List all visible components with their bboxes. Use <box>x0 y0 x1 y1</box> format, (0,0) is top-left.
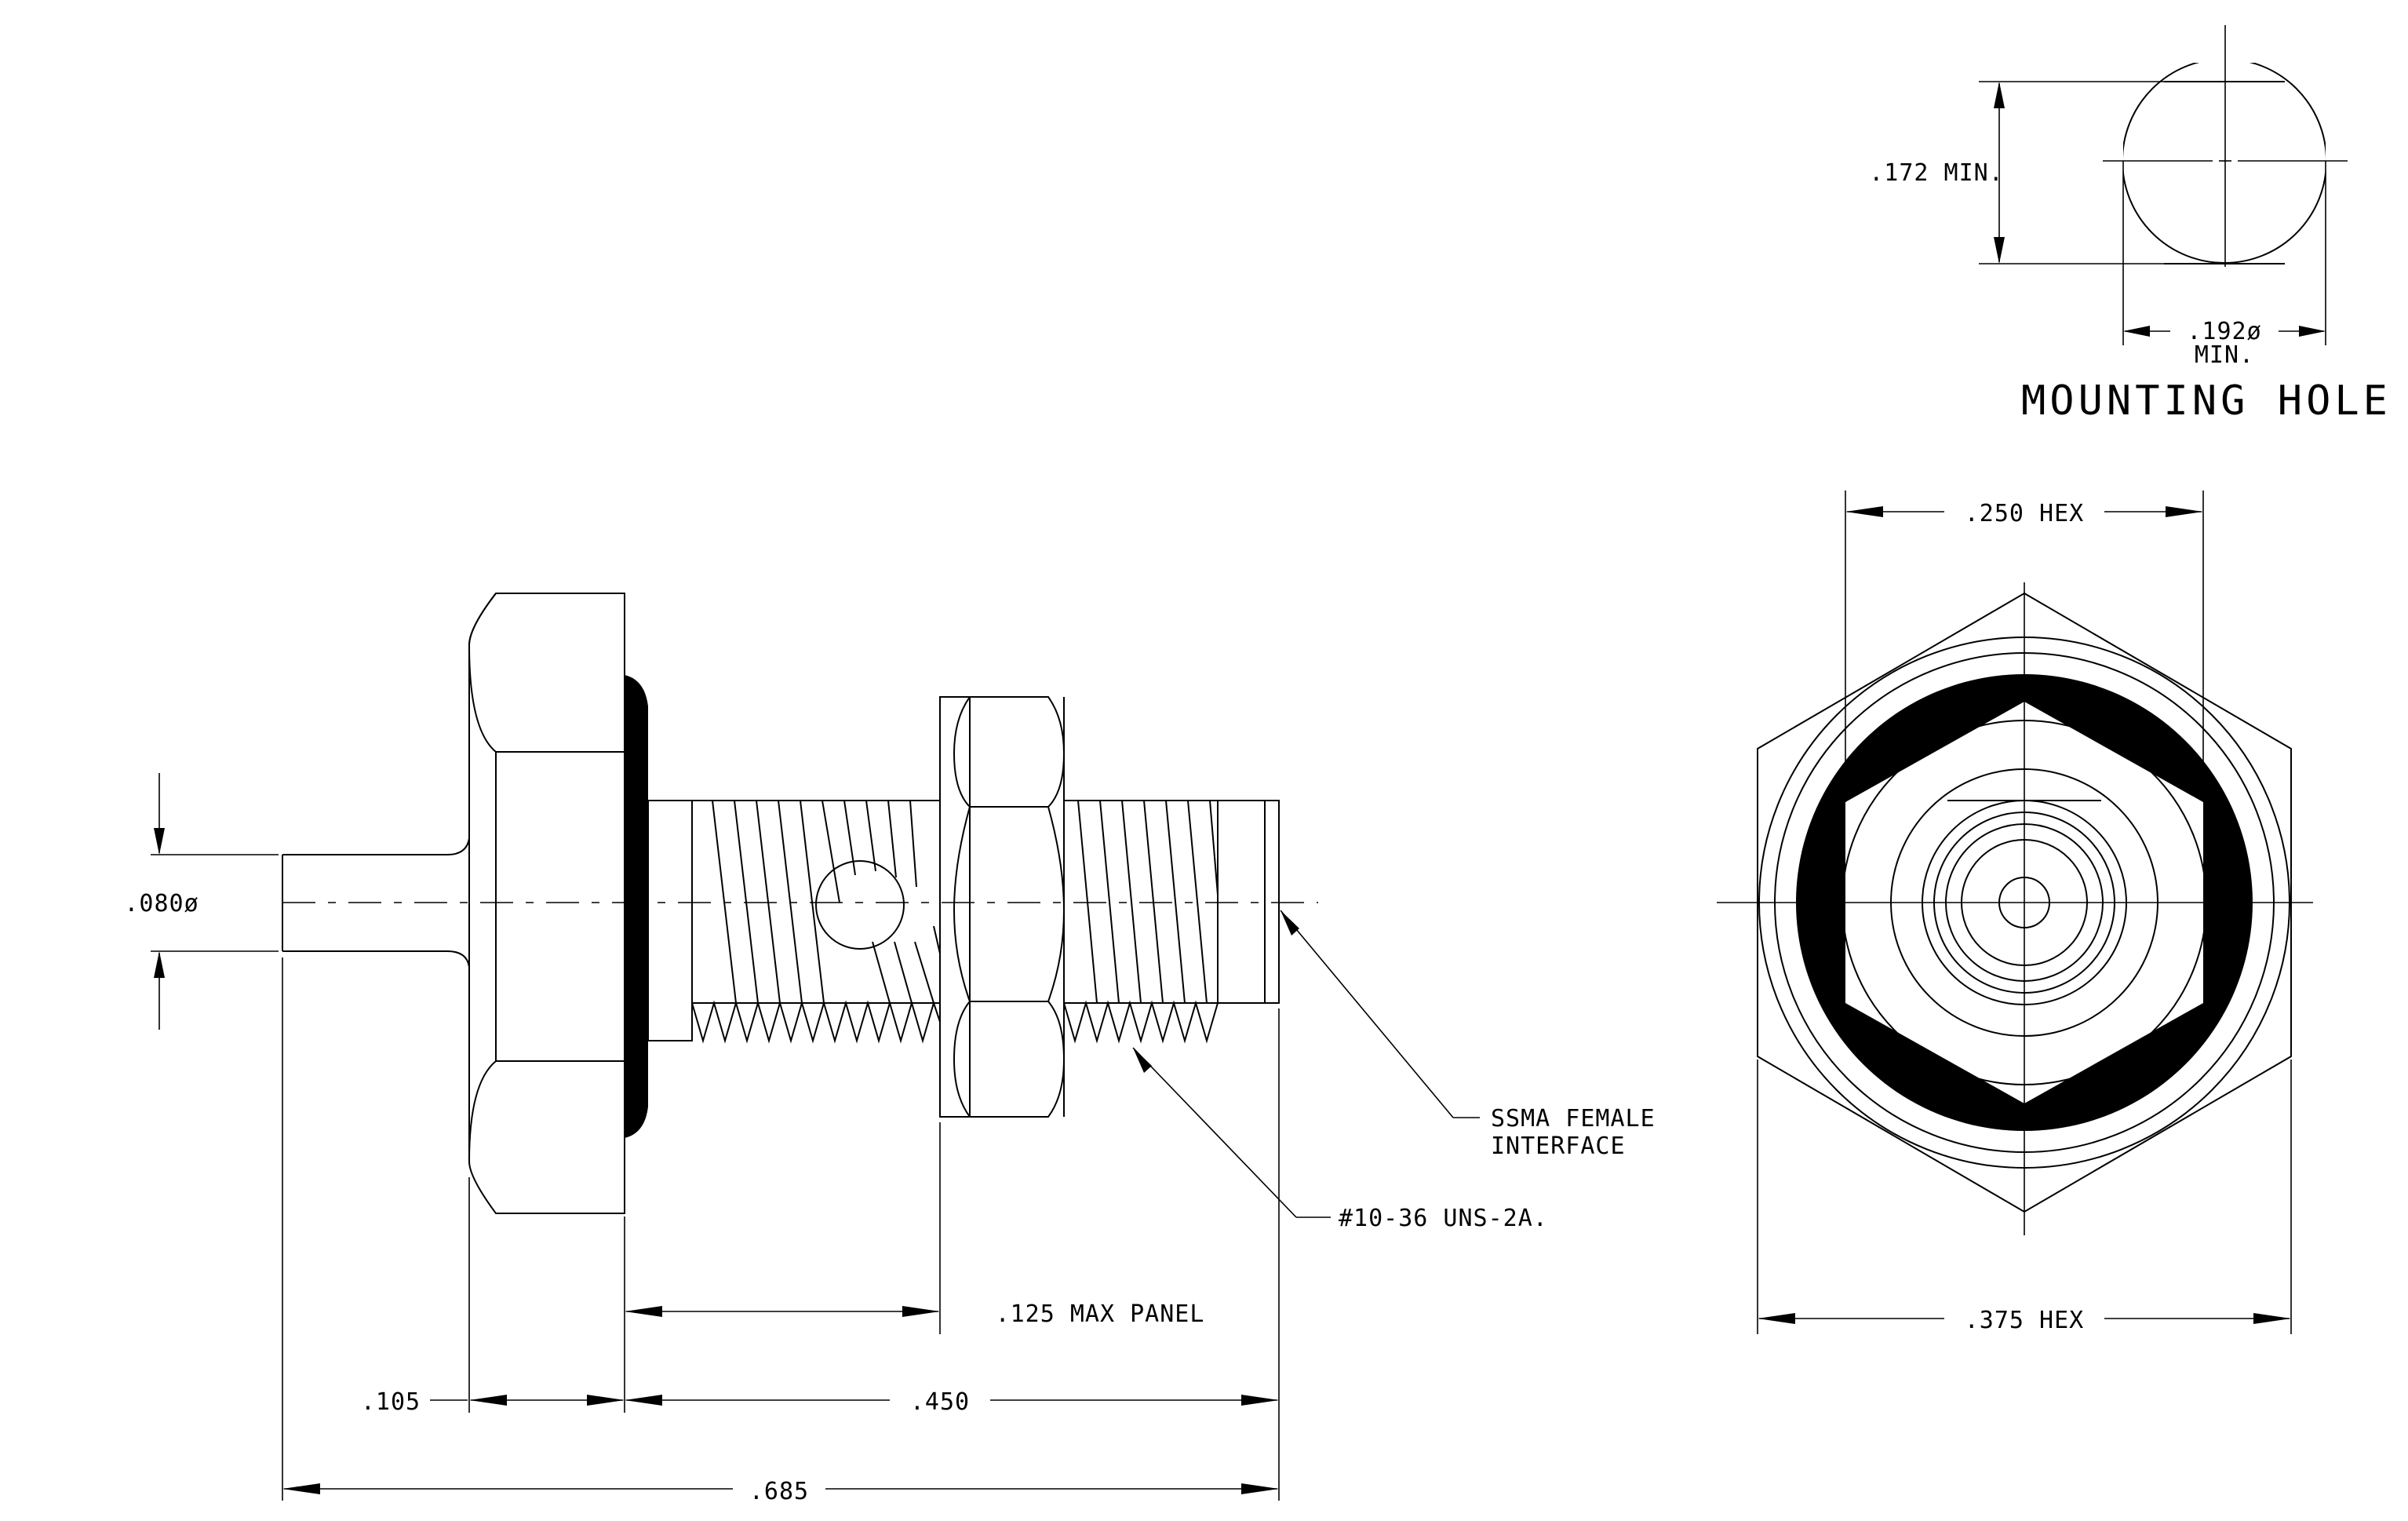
overall-length-label: .685 <box>749 1478 809 1505</box>
pin-diameter-label: .080ø <box>124 890 199 917</box>
flange-hex <box>468 593 625 1214</box>
washer <box>939 696 971 1118</box>
panel-nut <box>953 696 1066 1118</box>
hole-width-note: MIN. <box>2195 341 2254 369</box>
mounting-hole-view: .172 MIN. .192ø MIN. MOUNTING HOLE <box>1869 25 2392 425</box>
interface-callout-line2: INTERFACE <box>1491 1133 1626 1160</box>
end-view: .250 HEX .375 HEX <box>1717 491 2313 1334</box>
large-hex-label: .375 HEX <box>1965 1307 2085 1334</box>
front-threads <box>1063 800 1280 1044</box>
panel-thickness-label: .125 MAX PANEL <box>996 1300 1205 1328</box>
pin-bottom-edge <box>282 950 470 968</box>
side-view: .080ø .125 MAX PANEL .105 .450 .685 <box>124 593 1655 1505</box>
gasket <box>625 675 648 1138</box>
pin-top-edge <box>282 837 470 855</box>
body-cross-hole <box>815 860 905 950</box>
threaded-body <box>647 800 941 1044</box>
hole-height-label: .172 MIN. <box>1869 159 2004 187</box>
interface-callout-line1: SSMA FEMALE <box>1491 1105 1656 1133</box>
body-length-label: .450 <box>910 1388 970 1416</box>
hole-width-label: .192ø <box>2187 318 2261 345</box>
thread-callout-label: #10-36 UNS-2A. <box>1339 1205 1548 1232</box>
small-hex-label: .250 HEX <box>1965 500 2085 527</box>
mounting-hole-title: MOUNTING HOLE <box>2021 378 2392 425</box>
interface-leader <box>1280 910 1454 1118</box>
thread-leader <box>1132 1047 1297 1218</box>
flange-thickness-label: .105 <box>361 1388 421 1416</box>
